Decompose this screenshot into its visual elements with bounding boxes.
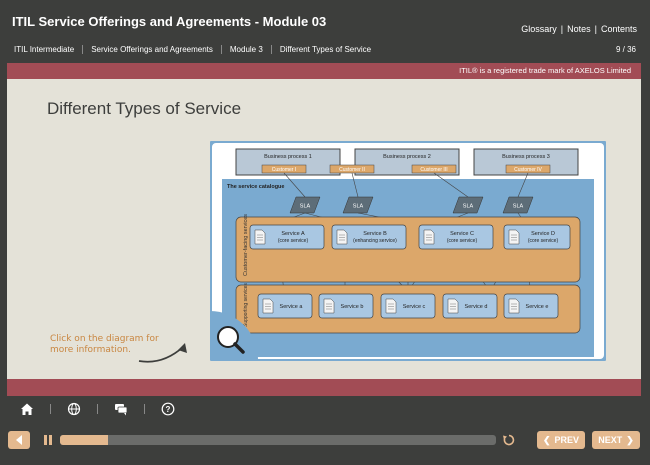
customer-service-box[interactable]: Service C(core service) <box>418 224 494 250</box>
service-type: (core service) <box>447 238 478 244</box>
breadcrumb-item: ITIL Intermediate <box>14 45 75 54</box>
chevron-right-icon: ❯ <box>626 434 634 445</box>
supporting-service-box[interactable]: Service b <box>318 293 374 319</box>
svg-text:Business process 2: Business process 2 <box>383 154 431 160</box>
page-counter: 9 / 36 <box>615 45 636 54</box>
svg-text:SLA: SLA <box>513 204 524 210</box>
svg-text:Customer II: Customer II <box>339 167 365 173</box>
supporting-service-box[interactable]: Service e <box>503 293 559 319</box>
notes-link[interactable]: Notes <box>567 24 591 34</box>
catalogue-label: The service catalogue <box>227 184 284 190</box>
service-type: (enhancing service) <box>353 238 397 244</box>
service-type: (core service) <box>528 238 559 244</box>
customer-service-box[interactable]: Service D(core service) <box>503 224 571 250</box>
glossary-link[interactable]: Glossary <box>521 24 557 34</box>
breadcrumb: ITIL Intermediate Service Offerings and … <box>12 45 379 54</box>
svg-text:SLA: SLA <box>353 204 364 210</box>
magnifier-icon <box>217 326 239 348</box>
progress-fill <box>60 435 108 445</box>
service-name: Service d <box>465 304 488 310</box>
svg-text:Customer IV: Customer IV <box>514 167 542 173</box>
breadcrumb-item: Different Types of Service <box>270 45 379 54</box>
customer-service-box[interactable]: Service A(core service) <box>249 224 325 250</box>
customer-facing-services: Service A(core service)Service B(enhanci… <box>249 224 571 250</box>
service-name: Service D <box>531 231 555 237</box>
supporting-service-box[interactable]: Service d <box>442 293 498 319</box>
globe-icon[interactable] <box>67 402 81 416</box>
breadcrumb-item: Module 3 <box>220 45 271 54</box>
slide-content: Different Types of Service Business proc… <box>7 79 641 379</box>
contents-link[interactable]: Contents <box>600 24 637 34</box>
next-button[interactable]: NEXT ❯ <box>592 431 640 449</box>
service-name: Service b <box>341 304 364 310</box>
svg-text:Business process 1: Business process 1 <box>264 154 312 160</box>
business-process-3: Business process 3 Customer IV <box>473 148 579 176</box>
document-icon <box>447 298 459 314</box>
svg-text:Customer I: Customer I <box>272 167 296 173</box>
svg-text:SLA: SLA <box>300 204 311 210</box>
top-links: Glossary | Notes | Contents <box>521 24 637 34</box>
svg-text:Customer III: Customer III <box>420 167 447 173</box>
service-type: (core service) <box>278 238 309 244</box>
document-icon <box>423 229 435 245</box>
document-icon <box>508 298 520 314</box>
business-process-1: Business process 1 Customer I <box>235 148 341 176</box>
help-icon[interactable]: ? <box>161 402 175 416</box>
diagram-hint: Click on the diagram for more informatio… <box>50 334 159 356</box>
slide-heading: Different Types of Service <box>47 99 242 118</box>
breadcrumb-item: Service Offerings and Agreements <box>82 45 221 54</box>
supporting-service-box[interactable]: Service a <box>257 293 313 319</box>
pause-icon[interactable] <box>42 433 54 447</box>
chevron-left-icon: ❮ <box>542 434 551 445</box>
chat-icon[interactable] <box>114 402 128 416</box>
service-catalogue-diagram[interactable]: Business process 1 Customer I Business p… <box>210 141 606 361</box>
zoom-badge <box>210 311 258 359</box>
document-icon <box>254 229 266 245</box>
home-icon[interactable] <box>20 402 34 416</box>
prev-button[interactable]: ❮ PREV <box>537 431 585 449</box>
document-icon <box>323 298 335 314</box>
supporting-service-box[interactable]: Service c <box>380 293 436 319</box>
service-name: Service B <box>363 231 387 237</box>
trademark-text: ITIL® is a registered trade mark of AXEL… <box>459 66 631 75</box>
svg-text:Business process 3: Business process 3 <box>502 154 550 160</box>
audio-button[interactable] <box>8 431 30 449</box>
trademark-bar: ITIL® is a registered trade mark of AXEL… <box>7 63 641 79</box>
supporting-services: Service a Service b Service c Service d Serv… <box>257 293 559 319</box>
player-toolbar: ? <box>20 402 191 416</box>
bottom-accent-bar <box>7 379 641 396</box>
replay-icon[interactable] <box>502 433 516 447</box>
svg-text:SLA: SLA <box>463 204 474 210</box>
service-name: Service A <box>281 231 305 237</box>
business-process-2: Business process 2 Customer II Customer … <box>329 148 460 176</box>
document-icon <box>508 229 520 245</box>
document-icon <box>385 298 397 314</box>
document-icon <box>262 298 274 314</box>
document-icon <box>336 229 348 245</box>
service-name: Service a <box>280 304 304 310</box>
service-name: Service e <box>526 304 549 310</box>
customer-service-box[interactable]: Service B(enhancing service) <box>331 224 407 250</box>
supporting-label: Supporting services <box>243 283 249 327</box>
sla-markers: SLA SLA SLA SLA <box>289 196 534 214</box>
svg-text:?: ? <box>166 405 171 414</box>
customer-facing-label: Customer-facing services <box>243 214 249 276</box>
course-title: ITIL Service Offerings and Agreements - … <box>12 14 327 29</box>
curved-arrow-icon <box>138 343 187 363</box>
service-name: Service c <box>403 304 426 310</box>
progress-bar[interactable] <box>60 435 496 445</box>
speaker-icon <box>16 435 22 445</box>
service-name: Service C <box>450 231 474 237</box>
